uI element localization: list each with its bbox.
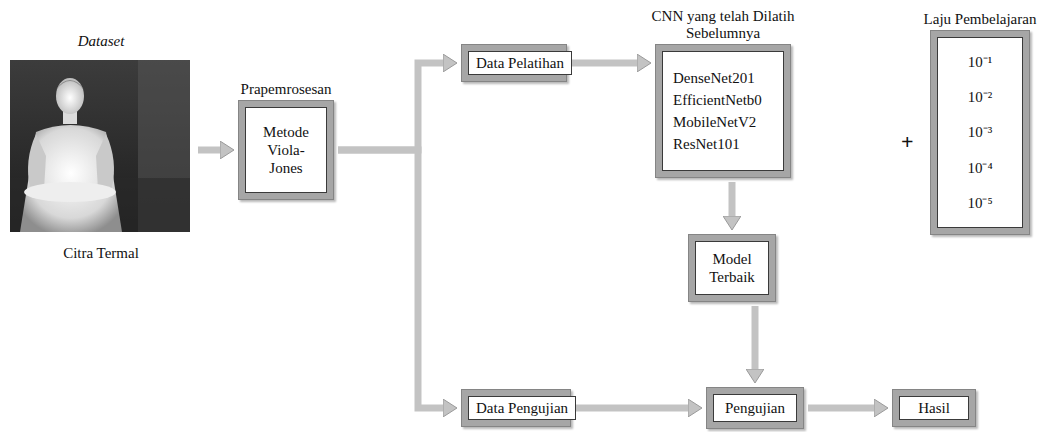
box-text: Metode Viola-Jones: [253, 123, 319, 177]
inner-box: 10⁻¹ 10⁻² 10⁻³ 10⁻⁴ 10⁻⁵: [937, 37, 1023, 228]
plus-sign: +: [901, 131, 914, 153]
box-text: ResNet101: [673, 133, 740, 155]
box-text: 10⁻²: [968, 88, 993, 106]
box-text: Hasil: [918, 399, 950, 417]
box-text: Data Pengujian: [476, 399, 568, 417]
lap: [24, 182, 116, 202]
flow-arrow: [198, 147, 220, 154]
parameter-box: Laju Pembelajaran10⁻¹10⁻²10⁻³10⁻⁴10⁻⁵: [930, 30, 1030, 235]
inner-box: Pengujian: [713, 394, 797, 422]
head: [56, 78, 84, 114]
box-text: EfficientNetb0: [673, 89, 762, 111]
flow-arrow: [808, 405, 874, 412]
flow-arrow: [729, 182, 736, 216]
flow-arrow: [575, 405, 688, 412]
box-text: MobileNetV2: [673, 111, 756, 133]
box-heading: Prapemrosesan: [221, 81, 351, 98]
box-text: DenseNet201: [673, 67, 755, 89]
process-box: Hasil: [892, 389, 976, 427]
process-box: Data Pelatihan: [461, 44, 567, 82]
image-caption: Citra Termal: [63, 244, 139, 262]
process-box: Model Terbaik: [688, 234, 776, 302]
box-text: 10⁻⁴: [967, 159, 992, 177]
process-box: Data Pengujian: [461, 389, 571, 427]
process-box: Pengujian: [706, 387, 804, 429]
box-text: Pengujian: [725, 399, 785, 417]
image-heading: Dataset: [78, 32, 125, 50]
inner-box: Data Pelatihan: [468, 51, 572, 75]
inner-box: DenseNet201EfficientNetb0MobileNetV2ResN…: [662, 51, 784, 171]
inner-box: Model Terbaik: [695, 241, 769, 295]
box-text: 10⁻³: [968, 123, 993, 141]
arm: [96, 134, 114, 190]
inner-box: Data Pengujian: [468, 396, 576, 420]
box-text: Data Pelatihan: [476, 54, 564, 72]
flow-arrow: [752, 306, 759, 369]
box-heading: Laju Pembelajaran: [910, 11, 1050, 28]
dataset-image: DatasetCitra Termal: [8, 32, 194, 262]
image-ground: [10, 60, 190, 232]
box-heading: CNN yang telah Dilatih Sebelumnya: [638, 8, 808, 43]
flow-arrow: [338, 150, 443, 408]
box-text: 10⁻⁵: [967, 194, 992, 212]
torso: [20, 125, 122, 232]
inner-box: Metode Viola-Jones: [245, 107, 327, 193]
arm: [28, 134, 46, 190]
hair: [56, 80, 84, 90]
box-text: Model Terbaik: [703, 250, 761, 286]
flow-arrow: [571, 60, 637, 67]
inner-box: Hasil: [899, 396, 969, 420]
thermal-image: [10, 60, 190, 232]
model-list-box: CNN yang telah Dilatih SebelumnyaDenseNe…: [655, 44, 791, 178]
box-text: 10⁻¹: [968, 53, 993, 71]
flow-arrow: [338, 63, 443, 150]
process-box: PrapemrosesanMetode Viola-Jones: [238, 100, 334, 200]
